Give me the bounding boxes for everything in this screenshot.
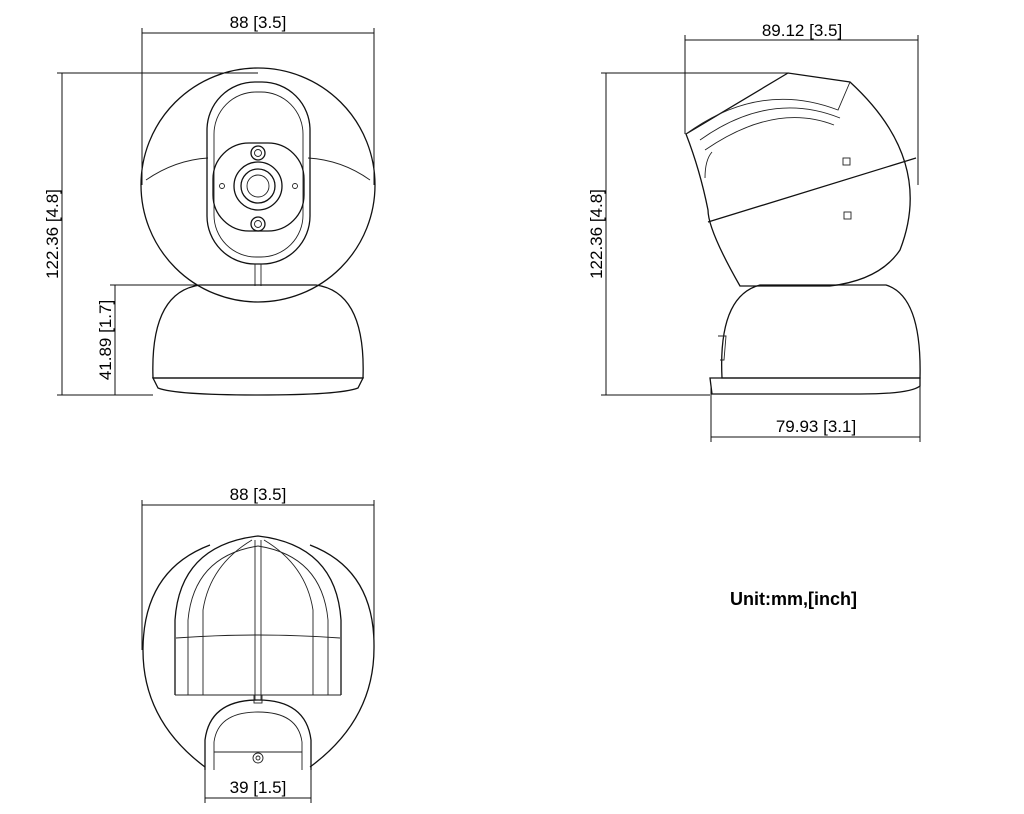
- side-base-port: [718, 335, 727, 361]
- side-seam-line: [707, 157, 917, 223]
- top-hood-outline: [174, 535, 342, 695]
- top-sensor-inner: [254, 149, 262, 157]
- top-width-label: 88 [3.5]: [230, 485, 287, 504]
- top-sensor: [250, 145, 266, 161]
- top-screw-hole: [252, 752, 264, 764]
- right-screw: [292, 183, 298, 189]
- front-right-band: [307, 157, 371, 181]
- side-indicator-top: [842, 157, 851, 166]
- side-indicator-bottom: [843, 211, 852, 220]
- side-base-foot: [709, 377, 921, 395]
- front-sphere-outline: [140, 67, 376, 303]
- top-sphere-left: [142, 544, 211, 768]
- top-hood-right-rib-2: [263, 539, 314, 695]
- top-hood-left-rib-2: [202, 539, 253, 695]
- top-hood-cross-band: [175, 634, 341, 639]
- top-view: 88 [3.5] 39 [1.5]: [141, 485, 375, 803]
- left-screw: [219, 183, 225, 189]
- side-base-width-label: 79.93 [3.1]: [776, 417, 856, 436]
- side-head-outline: [685, 72, 911, 287]
- side-base-dome: [721, 284, 921, 379]
- front-view: 88 [3.5] 122.36 [4.8] 41.89 [1.7]: [43, 13, 376, 396]
- top-screw-hole-inner: [255, 755, 261, 761]
- top-hood-right-rib: [257, 545, 329, 695]
- front-base-height-label: 41.89 [1.7]: [96, 300, 115, 380]
- front-lens-housing: [206, 81, 311, 265]
- top-slot-outline: [204, 699, 312, 770]
- top-slot-inner: [213, 711, 303, 770]
- top-slot-label: 39 [1.5]: [230, 778, 287, 797]
- side-visor-inner-2: [704, 117, 835, 151]
- side-height-label: 122.36 [4.8]: [587, 189, 606, 279]
- main-lens-ring: [240, 168, 276, 204]
- side-view: 89.12 [3.5] 122.36 [4.8] 79.93 [3.1]: [587, 21, 921, 442]
- top-notch: [253, 694, 263, 704]
- front-width-label: 88 [3.5]: [230, 13, 287, 32]
- side-visor-curve: [685, 81, 851, 135]
- front-left-band: [145, 157, 209, 181]
- side-visor-edge: [704, 151, 713, 179]
- bottom-sensor: [250, 216, 266, 232]
- side-width-label: 89.12 [3.5]: [762, 21, 842, 40]
- front-base-dome: [152, 284, 364, 379]
- side-visor-inner: [699, 107, 841, 141]
- front-height-label: 122.36 [4.8]: [43, 189, 62, 279]
- front-lens-housing-inner: [213, 91, 304, 258]
- unit-note: Unit:mm,[inch]: [730, 589, 857, 609]
- main-lens-glass: [246, 174, 270, 198]
- top-sphere-right: [309, 544, 375, 768]
- bottom-sensor-inner: [254, 220, 262, 228]
- top-hood-left-rib: [187, 545, 259, 695]
- main-lens-outer: [233, 161, 283, 211]
- front-base-foot: [151, 377, 365, 396]
